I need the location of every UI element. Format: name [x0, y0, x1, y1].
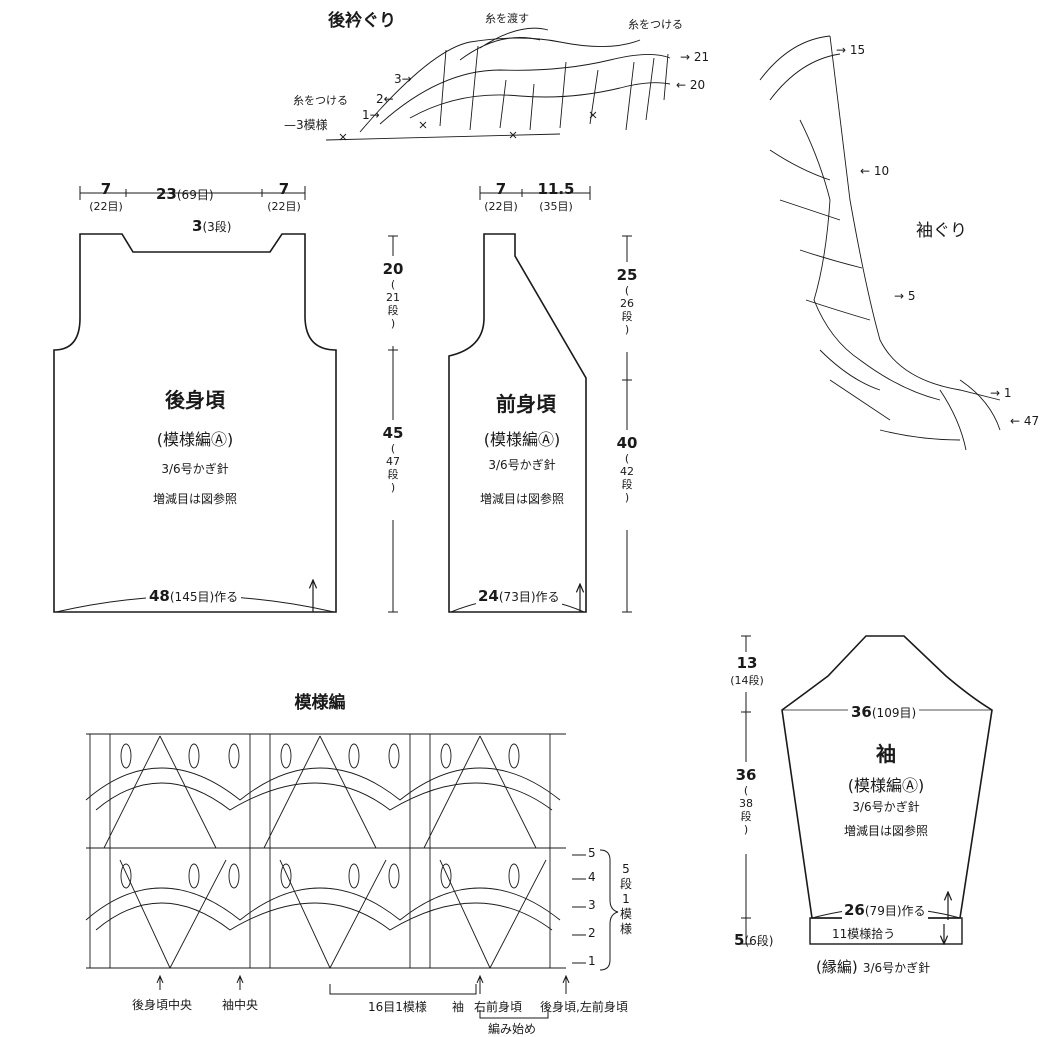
front-width-right: 11.5 (35目): [537, 180, 575, 213]
front-width-left: 7 (22目): [484, 180, 518, 213]
armhole-row-10: ← 10: [860, 164, 890, 178]
sleeve-width: 36(109目): [848, 702, 920, 721]
start-label: 編み始め: [488, 1022, 537, 1036]
front-body-pattern: (模様編Ⓐ): [483, 430, 561, 449]
armhole-row-47: ← 47: [1010, 414, 1040, 428]
attach-yarn-left-label: 糸をつける: [293, 94, 348, 107]
sleeve-edge-height: 5(6段): [734, 931, 774, 949]
front-body-bottom: 24(73目)作る: [476, 586, 562, 605]
armhole-row-5: → 5: [894, 289, 916, 303]
back-body-note: 増減目は図参照: [152, 492, 237, 506]
back-neck-title: 後衿ぐり: [328, 11, 396, 31]
pattern-row-3: 3: [588, 898, 596, 912]
pattern-repeat-label: 5 段 1 模 様: [619, 862, 632, 936]
back-armhole-height: 20 ( 21 段 ): [382, 260, 404, 330]
pattern-row-5: 5: [588, 846, 596, 860]
sleeve-start-label: 袖: [452, 1000, 465, 1014]
sleeve-hook: 3/6号かぎ針: [852, 800, 920, 814]
back-left-front-start-label: 後身頃,左前身頃: [540, 1000, 628, 1014]
back-width-right: 7 (22目): [267, 180, 301, 213]
back-width-left: 7 (22目): [89, 180, 123, 213]
armhole-row-1: → 1: [990, 386, 1012, 400]
back-body-height: 45 ( 47 段 ): [382, 424, 404, 494]
back-width-mid: 23(69目): [156, 185, 214, 203]
front-body-hook: 3/6号かぎ針: [488, 458, 556, 472]
neck-row-21: → 21: [680, 50, 710, 64]
back-center-label: 後身頃中央: [132, 998, 193, 1012]
back-body-outline: [53, 233, 337, 613]
right-front-start-label: 右前身頃: [474, 1000, 523, 1014]
back-neck-stitch-chart: [325, 27, 671, 141]
front-lower-height: 40 ( 42 段 ): [616, 434, 638, 504]
main-stitch-chart: [85, 733, 566, 969]
armhole-title: 袖ぐり: [916, 221, 967, 241]
sleeve-center-label: 袖中央: [222, 998, 259, 1012]
sleeve-pattern: (模様編Ⓐ): [847, 776, 925, 795]
back-neck-depth: 3(3段): [192, 217, 232, 235]
neck-row-3: 3→: [394, 72, 412, 86]
pattern-row-1: 1: [588, 954, 596, 968]
pass-yarn-label: 糸を渡す: [485, 12, 529, 25]
front-body-title: 前身頃: [496, 392, 556, 416]
pattern-row-2: 2: [588, 926, 596, 940]
back-body-title: 後身頃: [165, 388, 225, 412]
front-body-outline: [448, 233, 587, 613]
pattern-row-4: 4: [588, 870, 596, 884]
armhole-row-15: → 15: [836, 43, 866, 57]
sleeve-outline: [781, 635, 993, 919]
neck-row-20: ← 20: [676, 78, 706, 92]
sleeve-cap-height: 13 (14段): [730, 654, 764, 687]
front-body-note: 増減目は図参照: [479, 492, 564, 506]
neck-row-2: 2←: [376, 92, 394, 106]
repeat-stitch-label: 16目1模様: [368, 1000, 427, 1014]
sleeve-edging: (縁編) 3/6号かぎ針: [816, 958, 931, 976]
back-body-bottom: 48(145目)作る: [146, 586, 242, 605]
back-body-hook: 3/6号かぎ針: [161, 462, 229, 476]
three-pattern-label: —3模様: [284, 118, 328, 132]
front-upper-height: 25 ( 26 段 ): [616, 266, 638, 336]
stitch-pattern-title: 模様編: [294, 693, 346, 713]
sleeve-title: 袖: [876, 742, 896, 766]
sleeve-length-height: 36 ( 38 段 ): [735, 766, 757, 836]
sleeve-bottom: 26(79目)作る: [842, 900, 928, 919]
back-body-pattern: (模様編Ⓐ): [156, 430, 234, 449]
attach-yarn-right-label: 糸をつける: [628, 18, 683, 31]
sleeve-pickup: 11模様拾う: [832, 927, 896, 941]
sleeve-note: 増減目は図参照: [843, 824, 928, 838]
armhole-stitch-chart: [759, 35, 1001, 451]
neck-row-1: 1→: [362, 108, 380, 122]
